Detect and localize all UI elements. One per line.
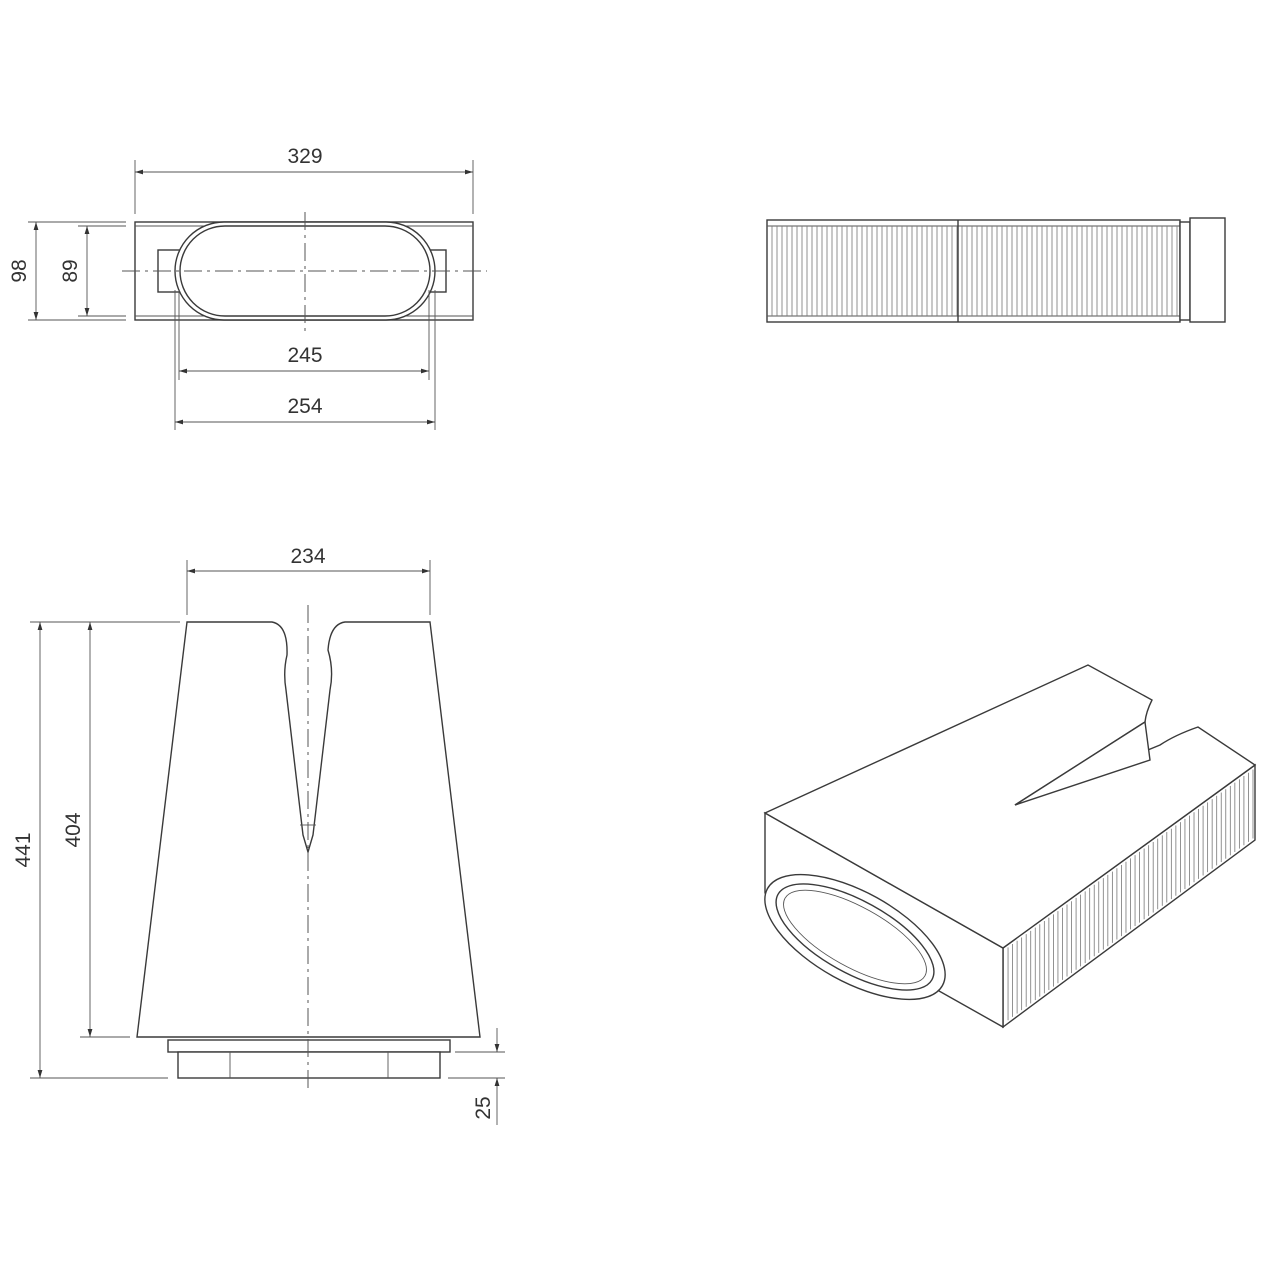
dim-width-outer: 329	[287, 145, 322, 168]
dim-oval-outer-width: 254	[287, 395, 322, 418]
dim-top-width: 234	[290, 545, 325, 568]
pleats	[771, 226, 1178, 316]
dim-base-height: 25	[472, 1096, 495, 1119]
top-view: 234 441 404 25	[12, 545, 505, 1125]
dim-height-inner: 89	[59, 259, 82, 282]
filter-body	[766, 219, 1181, 323]
base-flange	[167, 1039, 451, 1053]
filter-outline	[136, 621, 481, 1038]
dim-height-outer: 98	[8, 259, 31, 282]
iso-oval-connector	[764, 873, 946, 1001]
dim-total-height: 441	[12, 832, 35, 867]
base-collar	[177, 1051, 441, 1079]
dim-oval-inner-width: 245	[287, 344, 322, 367]
side-view	[766, 217, 1226, 323]
end-cap	[1189, 217, 1226, 323]
dim-body-height: 404	[62, 812, 85, 847]
isometric-view	[763, 664, 1257, 1029]
iso-pleats	[1007, 769, 1254, 1021]
iso-notch	[1014, 720, 1151, 806]
front-view: 329 98 89 245 254	[8, 145, 487, 430]
